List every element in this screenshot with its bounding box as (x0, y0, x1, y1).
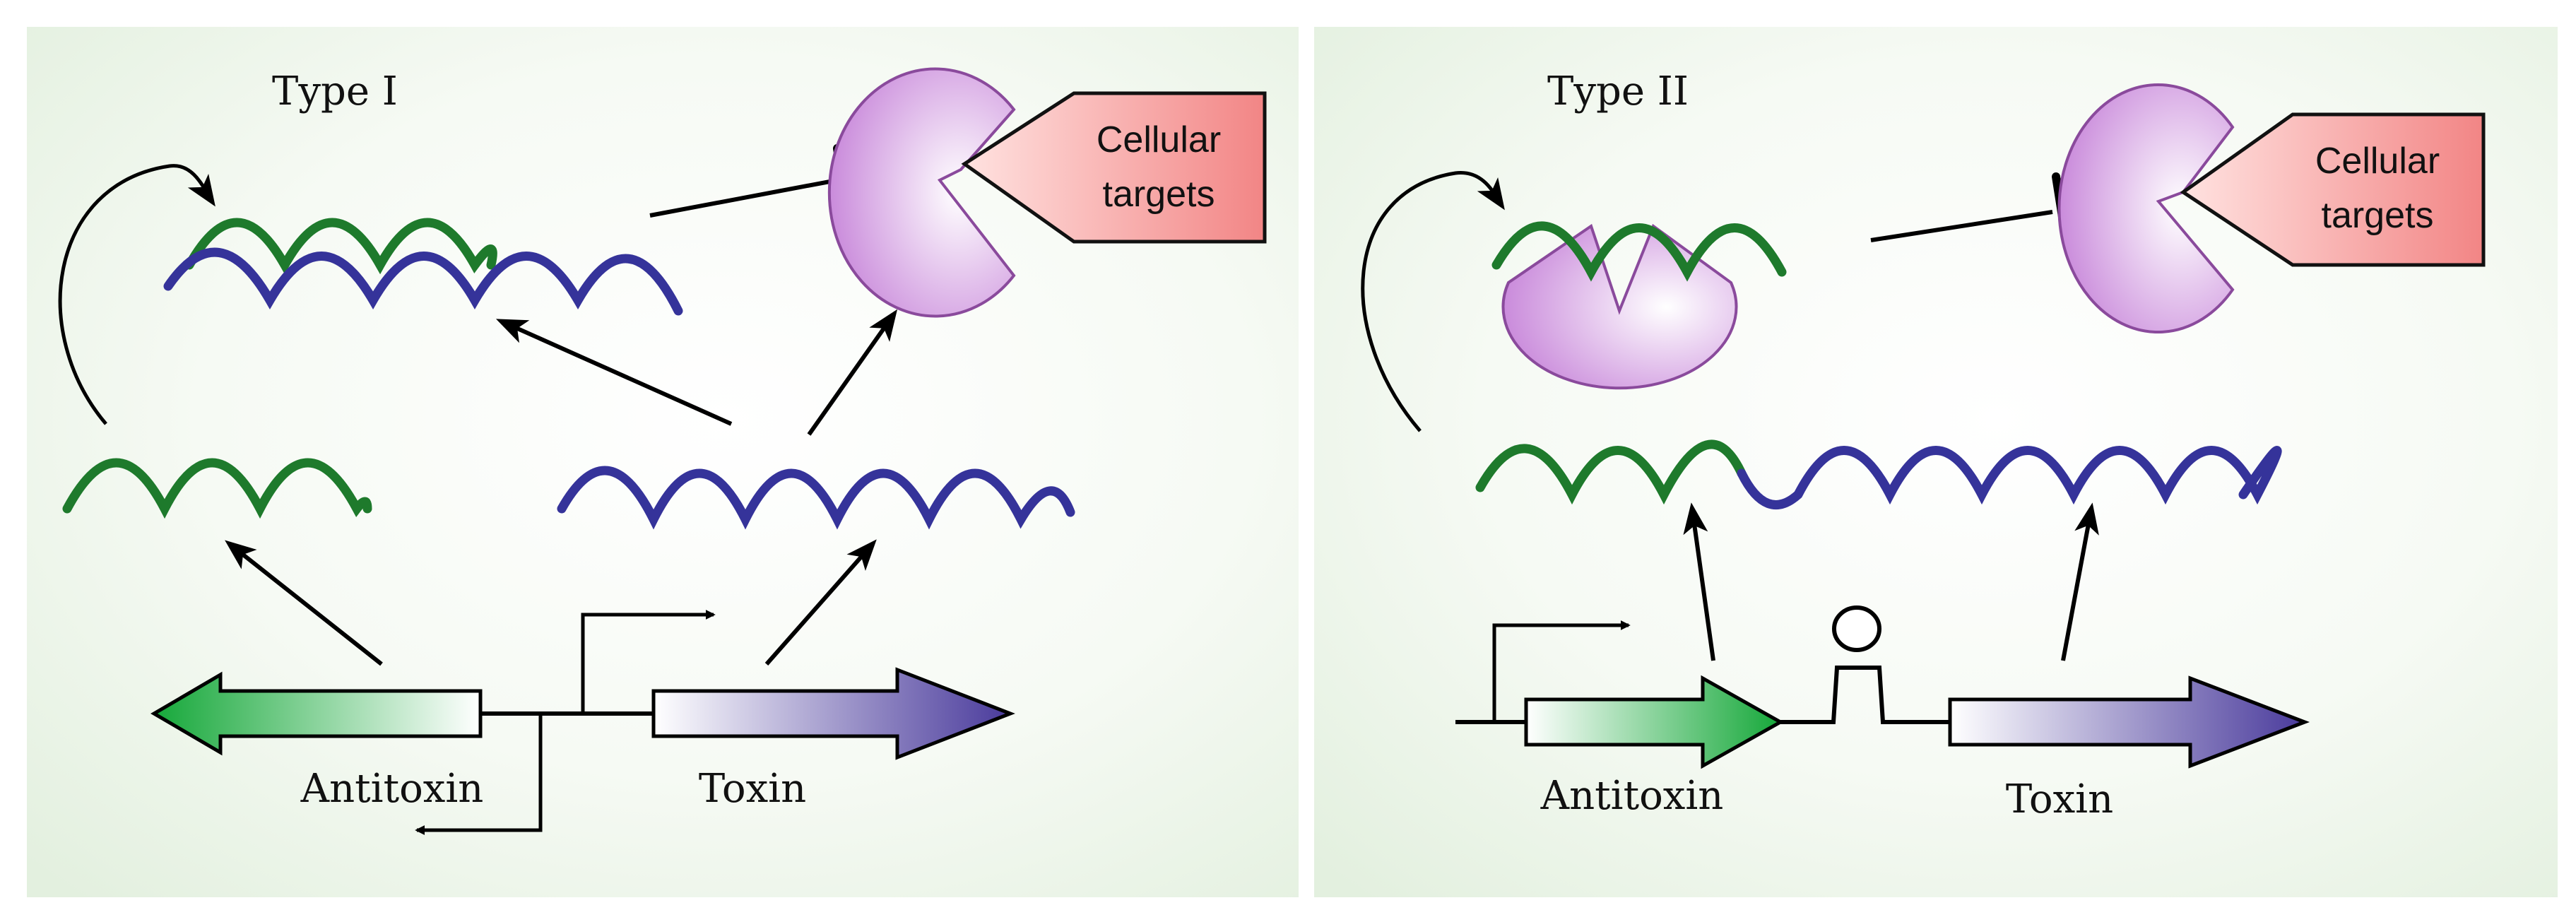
toxin-rna-paired (163, 247, 683, 316)
antitoxin-gene (150, 671, 483, 756)
panel-title: Type I (272, 69, 398, 114)
antitoxin-rna-paired (184, 218, 497, 275)
linker-right (1855, 666, 1950, 724)
linker-left (1780, 666, 1858, 724)
arrow-antitoxin-gene-to-rna (225, 540, 383, 666)
arrow-toxin-rna-to-duplex (495, 319, 733, 426)
toxin-protein (2057, 83, 2235, 333)
arrow-toxin-gene-to-rna (2061, 502, 2099, 661)
antitoxin-protein (1501, 223, 1738, 390)
cellular-targets-label-line1: Cellular (2315, 141, 2440, 182)
toxin-gene-label: Toxin (699, 766, 806, 812)
panel-type-two: Type II Cellular targets Antito (1314, 27, 2558, 897)
toxin-gene-label: Toxin (2006, 776, 2113, 822)
curved-arrow-left (58, 164, 215, 425)
antitoxin-rna-segment (1475, 439, 1747, 505)
toxin-protein (827, 67, 1016, 318)
panel-divider (1299, 27, 1314, 897)
inhibition-line (1870, 210, 2053, 242)
antitoxin-gene-label: Antitoxin (300, 766, 484, 812)
cellular-targets-box (2180, 112, 2486, 267)
cellular-targets-box (961, 91, 1267, 244)
cellular-targets-label-line1: Cellular (1097, 119, 1221, 160)
arrow-toxin-rna-to-protein (807, 309, 898, 436)
toxin-rna-free (557, 466, 1075, 530)
antitoxin-promoter-arrow (415, 714, 543, 835)
hairpin-loop (1832, 605, 1881, 652)
toxin-rna-segment (1737, 446, 2282, 509)
arrow-antitoxin-gene-to-rna (1683, 502, 1715, 661)
toxin-gene (1948, 675, 2310, 769)
antitoxin-gene-label: Antitoxin (1540, 773, 1724, 819)
antitoxin-rna-free (62, 458, 372, 519)
antitoxin-gene (1524, 675, 1785, 769)
toxin-promoter-arrow (581, 610, 716, 714)
curved-arrow-right (1361, 171, 1505, 432)
panel-type-one: Type I Cellular targets Antitoxi (27, 27, 1299, 897)
panel-title: Type II (1547, 69, 1689, 114)
inhibition-line (649, 178, 838, 218)
toxin-gene (651, 667, 1015, 760)
arrow-toxin-gene-to-rna (764, 539, 877, 666)
cellular-targets-label-line2: targets (1103, 174, 1215, 215)
cellular-targets-label-line2: targets (2322, 195, 2434, 236)
antitoxin-rna-bound (1491, 221, 1787, 282)
promoter-arrow (1492, 620, 1631, 722)
